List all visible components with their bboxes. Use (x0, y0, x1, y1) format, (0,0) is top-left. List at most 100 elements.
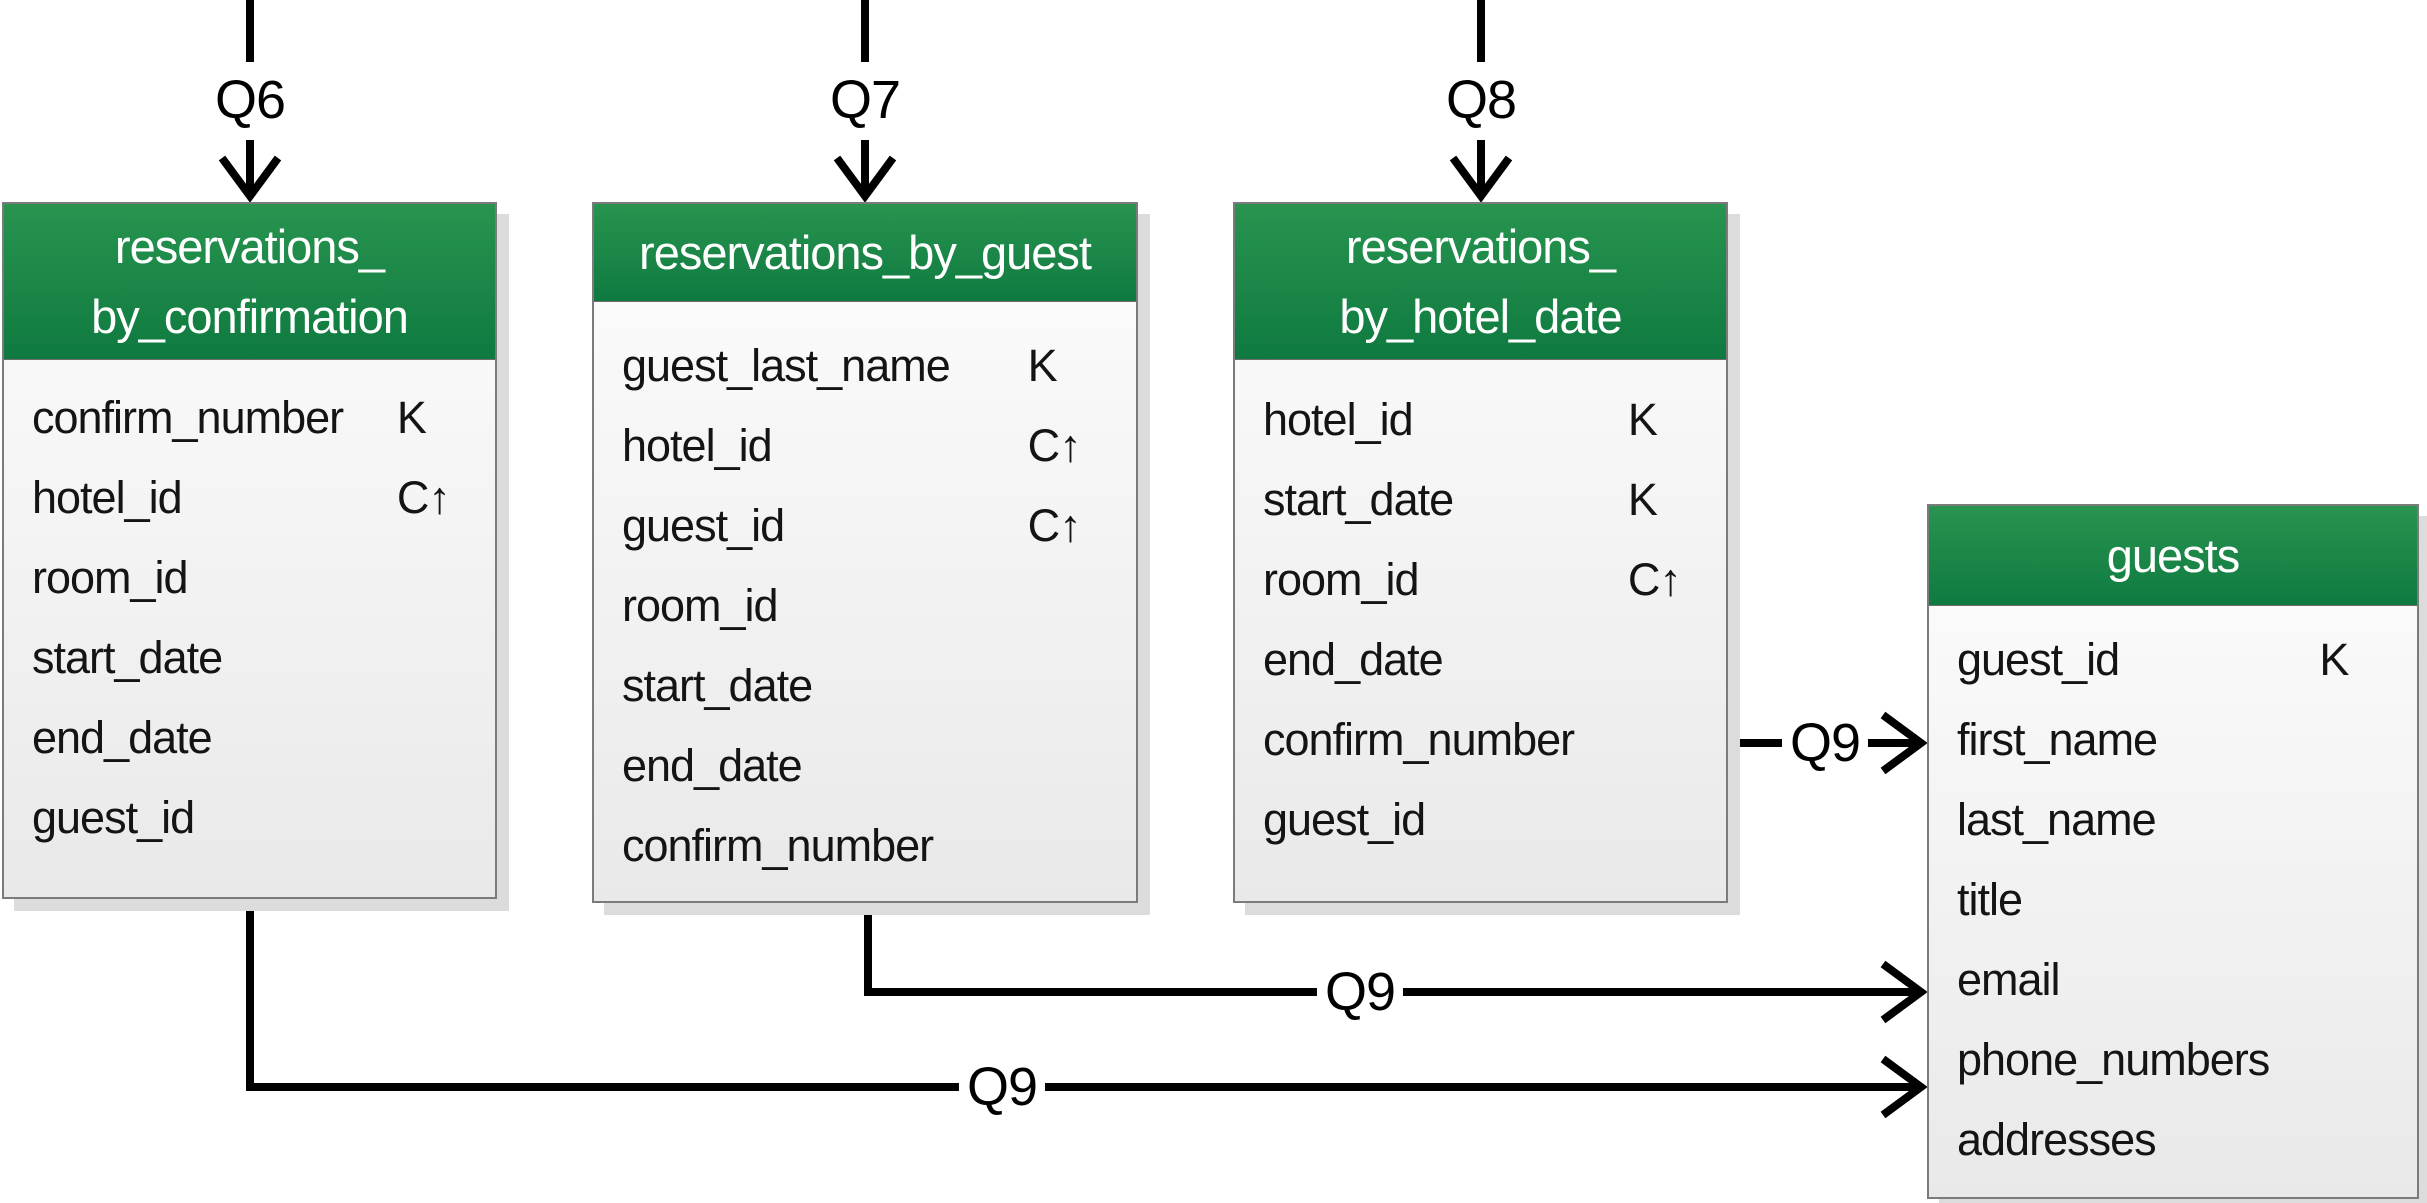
q6-arrow (218, 0, 282, 203)
table-title-line1: reservations_ (1345, 219, 1616, 273)
table-row: start_date K (1235, 460, 1726, 540)
table-row: last_name (1929, 780, 2417, 860)
table-title-line2: by_confirmation (91, 289, 409, 343)
table-row: addresses (1929, 1100, 2417, 1180)
key-indicator (2319, 940, 2417, 1020)
table-body: confirm_number K hotel_id C↑ room_id start… (4, 360, 495, 858)
key-indicator: C↑ (1027, 500, 1082, 551)
query-label-q9-guest: Q9 (1316, 955, 1404, 1029)
column-name: guest_last_name (622, 340, 951, 391)
key-indicator (397, 538, 495, 618)
column-name: room_id (1263, 554, 1420, 605)
key-indicator: C↑ (1627, 554, 1682, 605)
key-indicator (2319, 860, 2417, 940)
table-header: reservations_by_guest (594, 204, 1136, 302)
key-indicator (397, 778, 495, 858)
column-name: end_date (32, 712, 213, 763)
column-name: end_date (622, 740, 803, 791)
key-indicator (397, 698, 495, 778)
key-indicator (1028, 806, 1136, 886)
column-name: guest_id (1263, 794, 1426, 845)
key-indicator (1628, 780, 1726, 860)
table-row: guest_id K (1929, 620, 2417, 700)
column-name: last_name (1957, 794, 2157, 845)
column-name: end_date (1263, 634, 1444, 685)
table-reservations-by-confirmation: reservations_ by_confirmation confirm_nu… (2, 202, 497, 899)
column-name: hotel_id (1263, 394, 1414, 445)
table-row: hotel_id C↑ (4, 458, 495, 538)
key-indicator: C↑ (396, 472, 451, 523)
column-name: guest_id (622, 500, 785, 551)
key-indicator (1028, 646, 1136, 726)
table-row: guest_id (1235, 780, 1726, 860)
key-indicator: K (396, 392, 427, 443)
column-name: room_id (32, 552, 189, 603)
table-row: end_date (4, 698, 495, 778)
table-row: room_id (594, 566, 1136, 646)
column-name: start_date (622, 660, 813, 711)
column-name: start_date (1263, 474, 1454, 525)
table-title-line1: guests (2106, 528, 2240, 582)
key-indicator: K (1627, 394, 1658, 445)
table-row: end_date (594, 726, 1136, 806)
table-title-line1: reservations_by_guest (639, 225, 1092, 279)
table-row: hotel_id K (1235, 380, 1726, 460)
table-row: title (1929, 860, 2417, 940)
table-guests: guests guest_id K first_name last_name ti… (1927, 504, 2419, 1199)
key-indicator (1028, 726, 1136, 806)
column-name: start_date (32, 632, 223, 683)
key-indicator (1628, 620, 1726, 700)
column-name: phone_numbers (1957, 1034, 2270, 1085)
table-row: room_id (4, 538, 495, 618)
column-name: guest_id (1957, 634, 2120, 685)
key-indicator (2319, 700, 2417, 780)
key-indicator: K (2319, 634, 2349, 685)
column-name: first_name (1957, 714, 2158, 765)
table-row: guest_last_name K (594, 326, 1136, 406)
table-row: confirm_number (1235, 700, 1726, 780)
table-row: email (1929, 940, 2417, 1020)
column-name: confirm_number (622, 820, 934, 871)
table-row: guest_id C↑ (594, 486, 1136, 566)
query-label-q9-hotel-date: Q9 (1781, 706, 1869, 780)
table-row: start_date (4, 618, 495, 698)
key-indicator (2319, 1100, 2417, 1180)
query-label-q9-confirmation: Q9 (958, 1050, 1046, 1124)
column-name: title (1957, 874, 2023, 925)
key-indicator (397, 618, 495, 698)
query-label-q8: Q8 (1437, 63, 1525, 137)
table-row: confirm_number (594, 806, 1136, 886)
table-row: first_name (1929, 700, 2417, 780)
q7-arrow (833, 0, 897, 203)
q8-arrow (1449, 0, 1513, 203)
q9-arrow-from-guest (864, 899, 1928, 1024)
table-body: guest_id K first_name last_name title ema… (1929, 606, 2417, 1180)
column-name: guest_id (32, 792, 195, 843)
key-indicator (1028, 566, 1136, 646)
query-label-q7: Q7 (821, 63, 909, 137)
table-row: room_id C↑ (1235, 540, 1726, 620)
key-indicator: K (1027, 340, 1058, 391)
key-indicator: K (1627, 474, 1658, 525)
table-header: reservations_ by_hotel_date (1235, 204, 1726, 360)
table-row: start_date (594, 646, 1136, 726)
table-title-line2: by_hotel_date (1339, 289, 1622, 343)
table-row: guest_id (4, 778, 495, 858)
table-row: end_date (1235, 620, 1726, 700)
key-indicator (2319, 780, 2417, 860)
key-indicator: C↑ (1027, 420, 1082, 471)
column-name: addresses (1957, 1114, 2157, 1165)
column-name: hotel_id (622, 420, 773, 471)
query-label-q6: Q6 (206, 63, 294, 137)
column-name: room_id (622, 580, 779, 631)
column-name: confirm_number (32, 392, 344, 443)
column-name: email (1957, 954, 2061, 1005)
table-row: phone_numbers (1929, 1020, 2417, 1100)
column-name: hotel_id (32, 472, 183, 523)
table-header: reservations_ by_confirmation (4, 204, 495, 360)
